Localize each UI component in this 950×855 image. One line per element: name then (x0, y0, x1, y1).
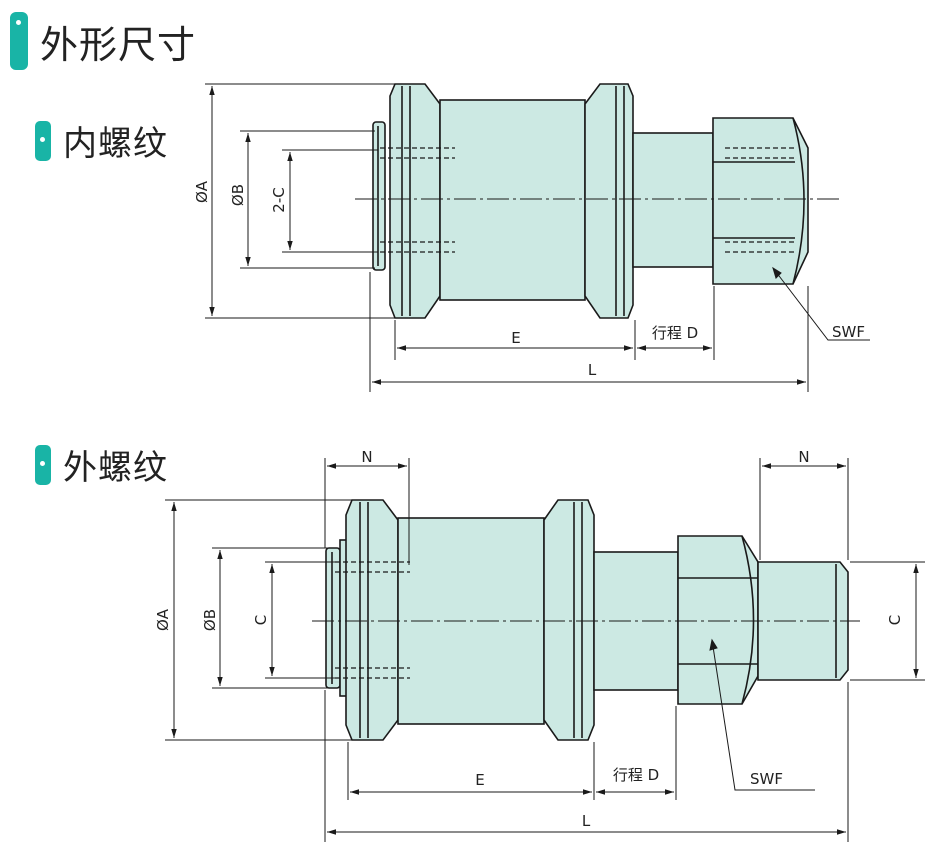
label-e: E (475, 771, 484, 789)
section-accent-pill (35, 444, 51, 485)
left-flange (345, 499, 399, 741)
hex-nut (712, 117, 809, 285)
stem (632, 132, 714, 268)
label-swf: SWF (832, 323, 865, 341)
drawing-internal-thread (355, 83, 840, 319)
label-l: L (588, 361, 597, 379)
section-title-internal: 内螺纹 (63, 124, 168, 164)
section-title-external: 外螺纹 (63, 448, 168, 488)
section-header-internal: 内螺纹 (35, 116, 168, 165)
page-title: 外形尺寸 (40, 22, 197, 67)
section-header-external: 外螺纹 (35, 440, 168, 489)
label-dia-b: ØB (201, 609, 219, 631)
right-flange (543, 499, 595, 741)
header-accent-bar (10, 12, 28, 70)
left-thread-ring (372, 121, 386, 271)
label-c-right: C (886, 615, 904, 625)
section-accent-dot (40, 136, 45, 142)
label-stroke-d: 行程 D (652, 324, 698, 342)
right-flange (584, 83, 634, 319)
drawing-external-thread (312, 499, 860, 741)
label-c-left: C (252, 615, 270, 625)
section-accent-dot (40, 460, 45, 466)
label-l: L (582, 812, 591, 830)
label-stroke-d: 行程 D (613, 766, 659, 784)
label-n-left: N (361, 448, 372, 466)
left-thread-ring (325, 547, 341, 689)
left-flange (389, 83, 441, 319)
dimensions-external (165, 458, 925, 842)
middle-body (439, 99, 586, 301)
label-swf: SWF (750, 770, 783, 788)
label-n-right: N (798, 448, 809, 466)
label-dia-b: ØB (229, 184, 247, 206)
label-e: E (511, 329, 520, 347)
section-accent-pill (35, 120, 51, 161)
label-two-c: 2-C (270, 187, 288, 212)
header-accent-dot (16, 20, 21, 25)
page-header: 外形尺寸 (10, 12, 196, 70)
label-dia-a: ØA (154, 608, 172, 631)
dimensions-internal (205, 83, 870, 392)
label-dia-a: ØA (193, 180, 211, 203)
